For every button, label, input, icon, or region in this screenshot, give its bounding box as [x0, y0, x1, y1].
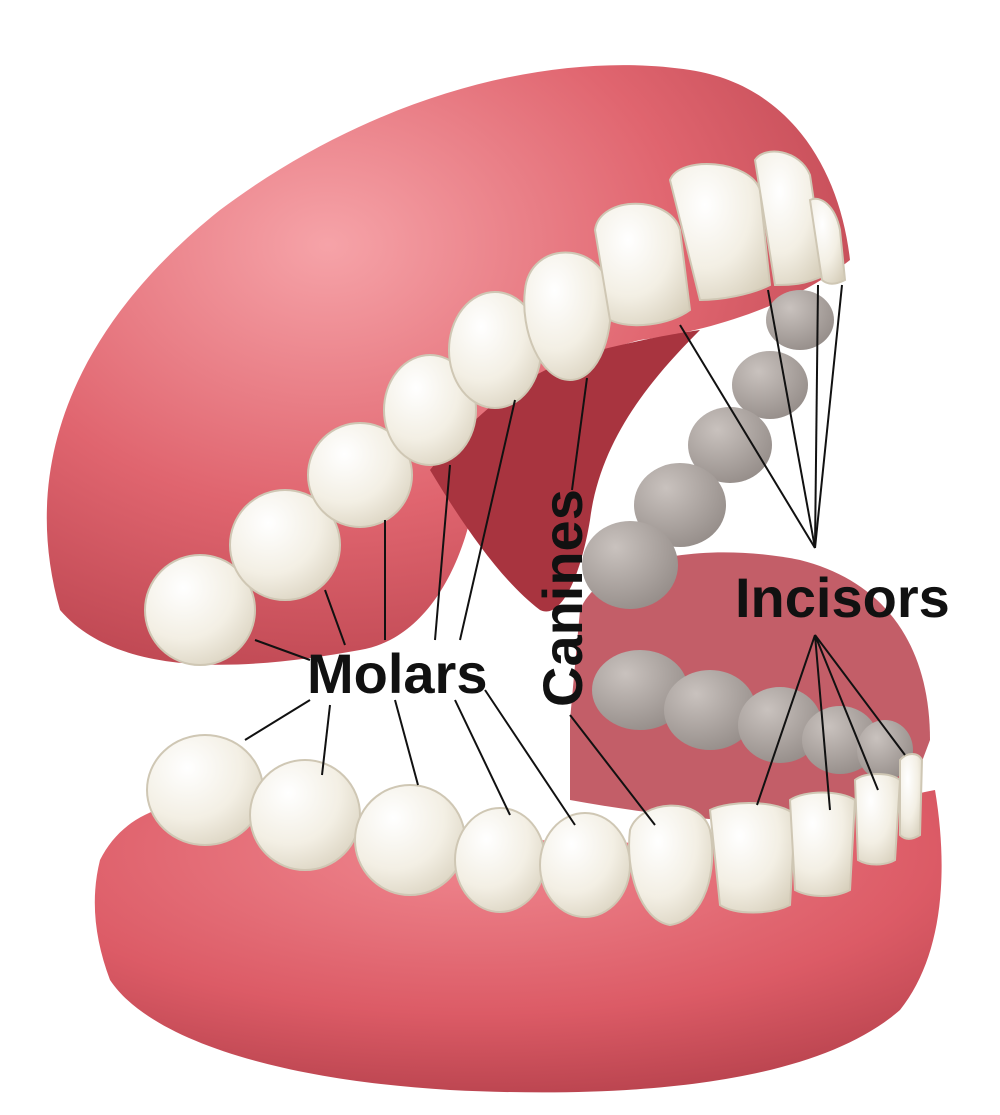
upper-gum-inner-shadow	[430, 330, 700, 612]
lower-premolar	[539, 812, 631, 918]
tooth-back	[664, 670, 756, 750]
lower-canine	[628, 804, 714, 927]
leader-line-molars	[484, 689, 576, 826]
tooth-back	[738, 687, 822, 763]
label-canines: Canines	[531, 489, 594, 707]
tooth-back	[688, 407, 772, 483]
tooth-back	[582, 521, 678, 609]
leader-line-incisors	[814, 634, 879, 791]
lower-central-incisor	[788, 791, 857, 897]
leader-line-molars	[244, 699, 311, 741]
upper-molar	[307, 422, 413, 528]
lower-molar	[249, 759, 361, 871]
upper-lateral-incisor	[808, 197, 847, 285]
leader-line-molars	[254, 639, 311, 661]
leader-line-incisors	[814, 284, 843, 549]
leader-line-molars	[321, 704, 331, 776]
leader-line-molars	[434, 464, 451, 641]
tooth-back	[732, 351, 808, 419]
lower-lateral-incisor	[899, 753, 924, 840]
upper-teeth	[144, 150, 847, 666]
label-molars: Molars	[307, 642, 488, 705]
leader-line-molars	[394, 699, 419, 786]
upper-premolar	[383, 354, 477, 466]
tooth-back	[766, 290, 834, 350]
lower-lateral-incisor	[708, 802, 797, 914]
upper-molar	[229, 489, 341, 601]
leader-line-molars	[324, 589, 346, 646]
back-teeth-upper-inner	[582, 290, 834, 609]
back-teeth-lower-inner	[592, 650, 913, 780]
leader-line-incisors	[814, 634, 906, 756]
upper-molar	[144, 554, 256, 666]
upper-canine	[523, 251, 612, 382]
lower-central-incisor	[853, 773, 902, 866]
label-incisors: Incisors	[735, 566, 950, 629]
leader-line-canines	[571, 377, 588, 491]
leader-line-molars	[454, 699, 511, 816]
leader-lines	[244, 284, 906, 826]
leader-line-incisors	[814, 634, 831, 811]
leader-line-incisors	[679, 324, 816, 549]
upper-lateral-incisor	[593, 202, 692, 327]
lower-premolar	[454, 807, 546, 913]
leader-line-incisors	[756, 634, 816, 806]
leader-line-molars	[459, 399, 516, 641]
tooth-back	[634, 463, 726, 547]
leader-line-incisors	[767, 289, 816, 549]
lower-molar	[354, 784, 466, 896]
lower-molar	[146, 734, 264, 846]
leader-line-canines	[569, 714, 656, 826]
leader-line-incisors	[814, 284, 819, 549]
lower-teeth	[146, 734, 924, 927]
